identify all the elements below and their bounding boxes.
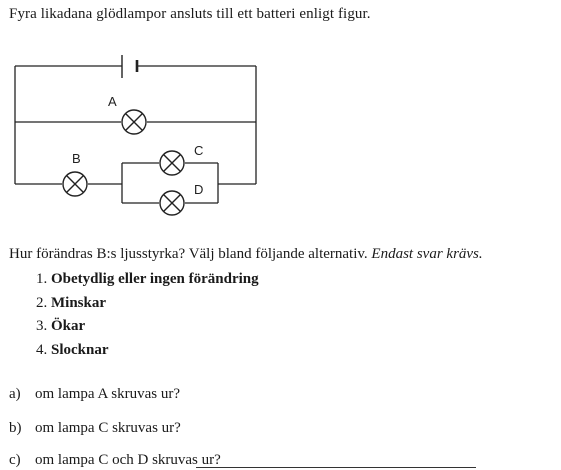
subquestion-a: a) om lampa A skruvas ur? <box>9 386 180 403</box>
subquestion-letter: c) <box>9 452 21 468</box>
option-item: 3. Ökar <box>36 317 259 341</box>
lamp-c-icon <box>159 150 185 176</box>
lamp-b-icon <box>62 171 88 197</box>
question-text: Hur förändras B:s ljusstyrka? Välj bland… <box>9 246 483 263</box>
option-item: 2. Minskar <box>36 294 259 318</box>
option-text: Minskar <box>51 294 107 311</box>
subquestion-text: om lampa A skruvas ur? <box>35 386 180 402</box>
question-note: Endast svar krävs. <box>371 246 483 262</box>
lamp-d-icon <box>159 190 185 216</box>
lamp-a-icon <box>121 109 147 135</box>
option-text: Slocknar <box>51 341 109 358</box>
option-text: Obetydlig eller ingen förändring <box>51 271 259 287</box>
subquestion-text: om lampa C och D skruvas ur? <box>35 452 221 468</box>
subquestion-c: c) om lampa C och D skruvas ur? <box>9 452 221 469</box>
lamp-a-label: A <box>108 94 117 109</box>
options-list: 1. Obetydlig eller ingen förändring 2. M… <box>36 270 259 364</box>
battery-icon <box>121 55 139 78</box>
answer-line <box>196 467 476 468</box>
option-item: 4. Slocknar <box>36 341 259 365</box>
option-text: Ökar <box>51 318 86 334</box>
option-number: 4. <box>36 341 48 358</box>
subquestion-b: b) om lampa C skruvas ur? <box>9 420 181 437</box>
subquestion-letter: a) <box>9 386 21 402</box>
subquestion-text: om lampa C skruvas ur? <box>35 420 181 436</box>
subquestion-letter: b) <box>9 420 22 436</box>
lamp-d-label: D <box>194 182 203 197</box>
lamp-c-label: C <box>194 143 203 158</box>
intro-text: Fyra likadana glödlampor ansluts till et… <box>9 6 371 22</box>
option-number: 3. <box>36 318 48 334</box>
lamp-b-label: B <box>72 151 81 166</box>
question-main: Hur förändras B:s ljusstyrka? Välj bland… <box>9 246 368 262</box>
option-number: 1. <box>36 271 48 287</box>
option-item: 1. Obetydlig eller ingen förändring <box>36 270 259 294</box>
circuit-diagram: A B C D <box>14 55 257 216</box>
option-number: 2. <box>36 294 48 311</box>
